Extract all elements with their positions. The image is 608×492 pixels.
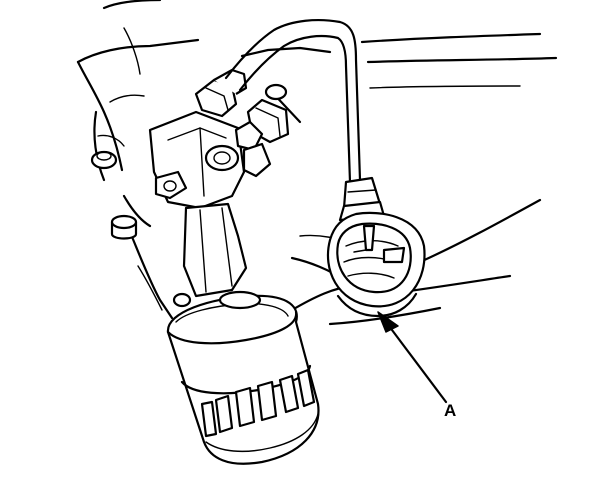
oil-filter	[166, 294, 320, 465]
filter-mount-boss	[218, 290, 262, 310]
hose-fitting-upper	[194, 68, 248, 118]
callout-a-leader	[377, 311, 448, 404]
sender-port-housing	[148, 110, 246, 210]
hose-fitting-right	[234, 98, 290, 178]
engine-block-outline	[76, 0, 558, 326]
oil-pressure-gauge	[326, 176, 426, 318]
filter-mount-column	[172, 202, 248, 308]
block-bolt-left	[90, 150, 118, 170]
block-bolt-right	[264, 83, 288, 101]
callout-a-label: A	[444, 401, 456, 420]
gauge-hose	[224, 18, 362, 184]
block-plug-left	[110, 214, 138, 240]
